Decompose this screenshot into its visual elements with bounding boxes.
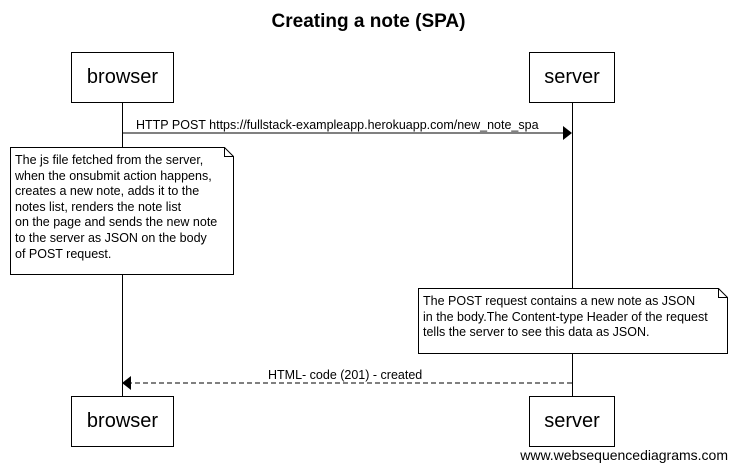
server-note-text: The POST request contains a new note as … <box>423 294 708 340</box>
server-actor-bottom: server <box>529 396 615 447</box>
browser-actor-bottom: browser <box>71 396 174 447</box>
server-note: The POST request contains a new note as … <box>418 288 728 354</box>
browser-note: The js file fetched from the server, whe… <box>10 147 234 275</box>
request-arrow-head <box>563 126 572 140</box>
server-lifeline <box>572 103 573 396</box>
response-message-label: HTML- code (201) - created <box>268 368 423 382</box>
request-message-label: HTTP POST https://fullstack-exampleapp.h… <box>136 118 539 132</box>
diagram-title: Creating a note (SPA) <box>271 11 466 32</box>
browser-actor-top: browser <box>71 52 174 103</box>
server-actor-top: server <box>529 52 615 103</box>
response-arrow-head <box>122 376 131 390</box>
browser-note-shape <box>10 147 234 275</box>
browser-note-text: The js file fetched from the server, whe… <box>15 153 218 261</box>
server-note-shape <box>418 288 728 354</box>
watermark[interactable]: www.websequencediagrams.com <box>520 447 728 463</box>
